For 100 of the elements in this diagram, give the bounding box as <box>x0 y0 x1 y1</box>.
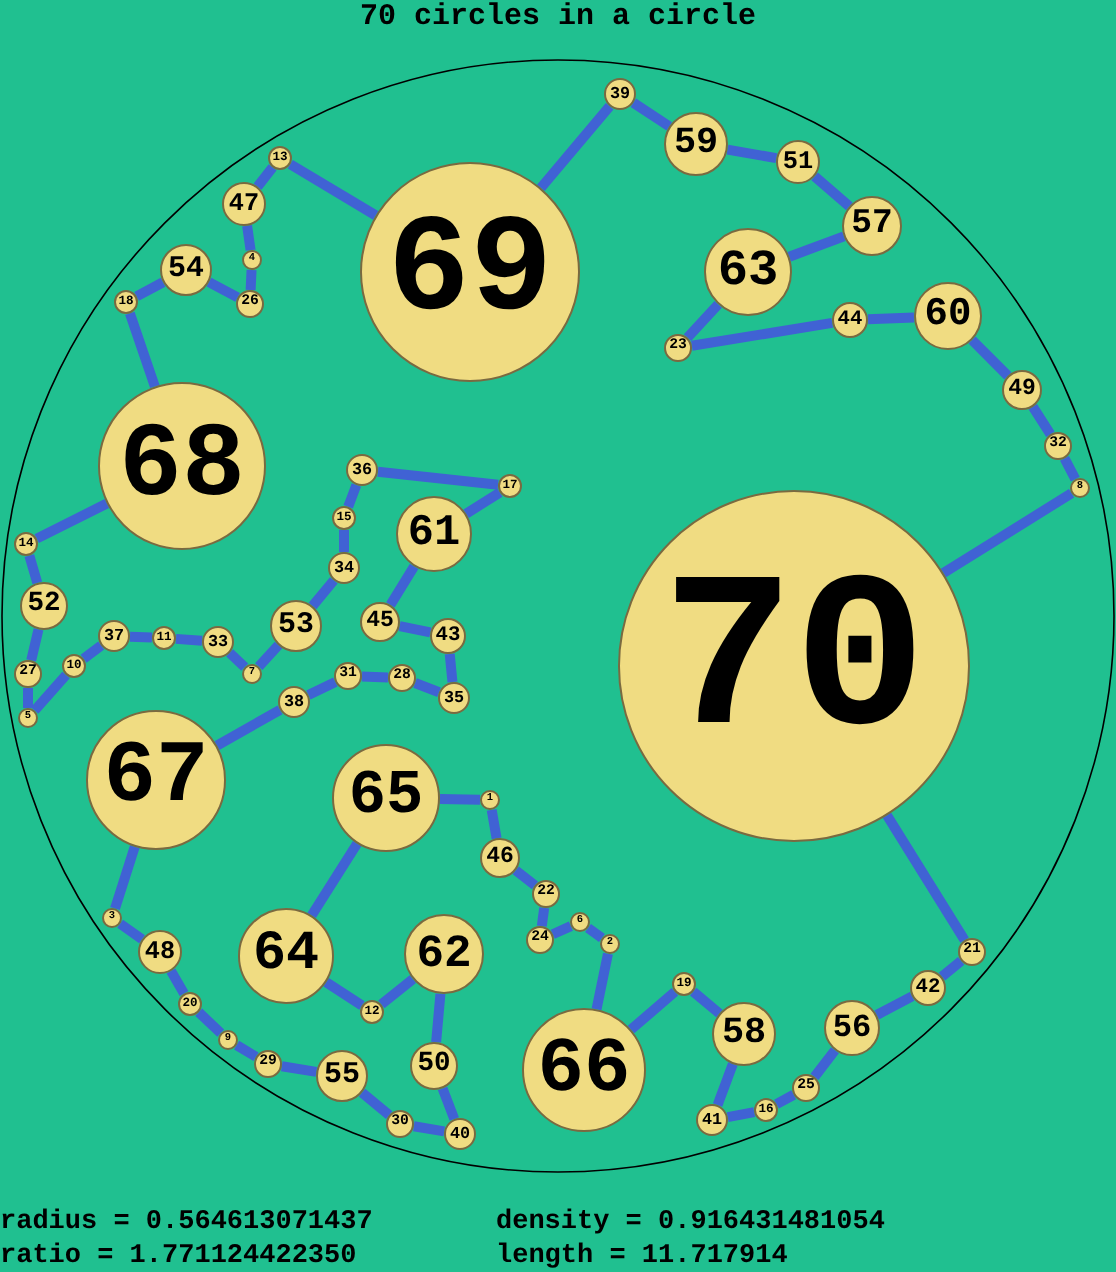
connector-line <box>591 952 613 1011</box>
number-circle <box>18 708 38 728</box>
connector-line <box>26 628 44 662</box>
connector-line <box>787 231 846 262</box>
connector-line <box>726 1107 756 1122</box>
connector-line <box>413 678 441 697</box>
statistic-text: radius = 0.564613071437 <box>0 1210 373 1237</box>
number-circle <box>254 1050 282 1078</box>
number-circle <box>438 682 470 714</box>
connector-line <box>34 499 110 544</box>
circle-number: 66 <box>537 1031 631 1109</box>
circle-number: 49 <box>1008 378 1036 402</box>
circle-number: 36 <box>351 461 373 479</box>
number-circle <box>278 686 310 718</box>
circle-number: 55 <box>324 1061 360 1091</box>
number-circle <box>704 228 792 316</box>
number-circle <box>396 496 472 572</box>
number-circle <box>696 1104 728 1136</box>
connector-line <box>882 812 969 943</box>
connector-line <box>1060 456 1080 482</box>
circle-number: 39 <box>609 85 631 103</box>
number-circle <box>62 654 86 678</box>
number-circle <box>600 934 620 954</box>
connector-line <box>195 1008 225 1037</box>
number-circle <box>328 552 360 584</box>
connector-line <box>444 653 458 683</box>
number-circle <box>430 618 466 654</box>
connector-line <box>175 633 203 646</box>
connector-line <box>585 923 605 943</box>
connector-line <box>431 993 446 1043</box>
number-circle <box>526 926 554 954</box>
connector-line <box>30 671 70 714</box>
number-circle <box>202 626 234 658</box>
connector-line <box>361 671 389 683</box>
connector-line <box>234 1040 259 1062</box>
number-circle <box>958 938 986 966</box>
circle-number: 38 <box>283 693 305 711</box>
circle-number: 63 <box>717 246 779 298</box>
number-circle <box>242 664 262 684</box>
number-circle <box>14 660 42 688</box>
circle-number: 47 <box>228 191 260 217</box>
connector-line <box>437 1086 459 1121</box>
circle-number: 50 <box>417 1052 451 1080</box>
number-circle <box>178 992 202 1016</box>
connector-line <box>129 631 153 643</box>
number-circle <box>792 1074 820 1102</box>
connector-line <box>358 1088 393 1119</box>
circle-number: 62 <box>416 931 472 977</box>
circle-number: 53 <box>278 611 314 641</box>
circle-number: 43 <box>435 625 461 647</box>
circle-number: 70 <box>661 556 927 776</box>
number-circle <box>316 1050 368 1102</box>
connector-line <box>242 225 256 251</box>
connector-line <box>536 907 550 927</box>
connector-line <box>940 489 1075 578</box>
connector-line <box>774 1090 797 1109</box>
connector-line <box>512 866 539 890</box>
connector-line <box>386 563 419 608</box>
connector-line <box>255 641 283 670</box>
circle-number: 46 <box>486 846 514 870</box>
number-circle <box>444 1118 476 1150</box>
circle-number: 40 <box>449 1125 471 1143</box>
number-circle <box>712 1002 776 1066</box>
circle-number: 35 <box>443 689 465 707</box>
connector-line <box>24 554 43 585</box>
circle-number: 69 <box>387 203 553 341</box>
connector-line <box>726 144 778 164</box>
connector-line <box>486 809 502 840</box>
circle-number: 42 <box>915 977 941 999</box>
number-circle <box>114 290 138 314</box>
number-circle <box>404 914 484 994</box>
number-circle <box>910 970 946 1006</box>
number-circle <box>138 930 182 974</box>
connector-line <box>308 577 338 610</box>
number-circle <box>754 1098 778 1122</box>
connector-line <box>968 336 1012 380</box>
number-circle <box>238 908 334 1004</box>
connector-line <box>80 641 105 663</box>
circle-number: 68 <box>118 413 245 519</box>
number-circle <box>242 250 262 270</box>
number-circle <box>664 112 728 176</box>
circle-number: 61 <box>407 512 461 556</box>
number-circle <box>14 532 38 556</box>
connector-line <box>245 269 257 291</box>
circle-number: 57 <box>851 208 893 244</box>
connector-line <box>226 649 249 671</box>
title: 70 circles in a circle <box>359 0 757 34</box>
connector-line <box>253 164 277 190</box>
connector-line <box>339 530 349 552</box>
statistic-text: length = 11.717914 <box>496 1244 788 1271</box>
circle-number: 44 <box>837 309 863 331</box>
number-circle <box>480 838 520 878</box>
number-circle <box>346 454 378 486</box>
number-circle <box>222 182 266 226</box>
circle-number: 48 <box>144 939 176 965</box>
number-circle <box>236 290 264 318</box>
connector-line <box>398 621 432 638</box>
number-circle <box>914 282 982 350</box>
connector-line <box>712 1062 738 1107</box>
circle-number: 67 <box>103 736 209 824</box>
